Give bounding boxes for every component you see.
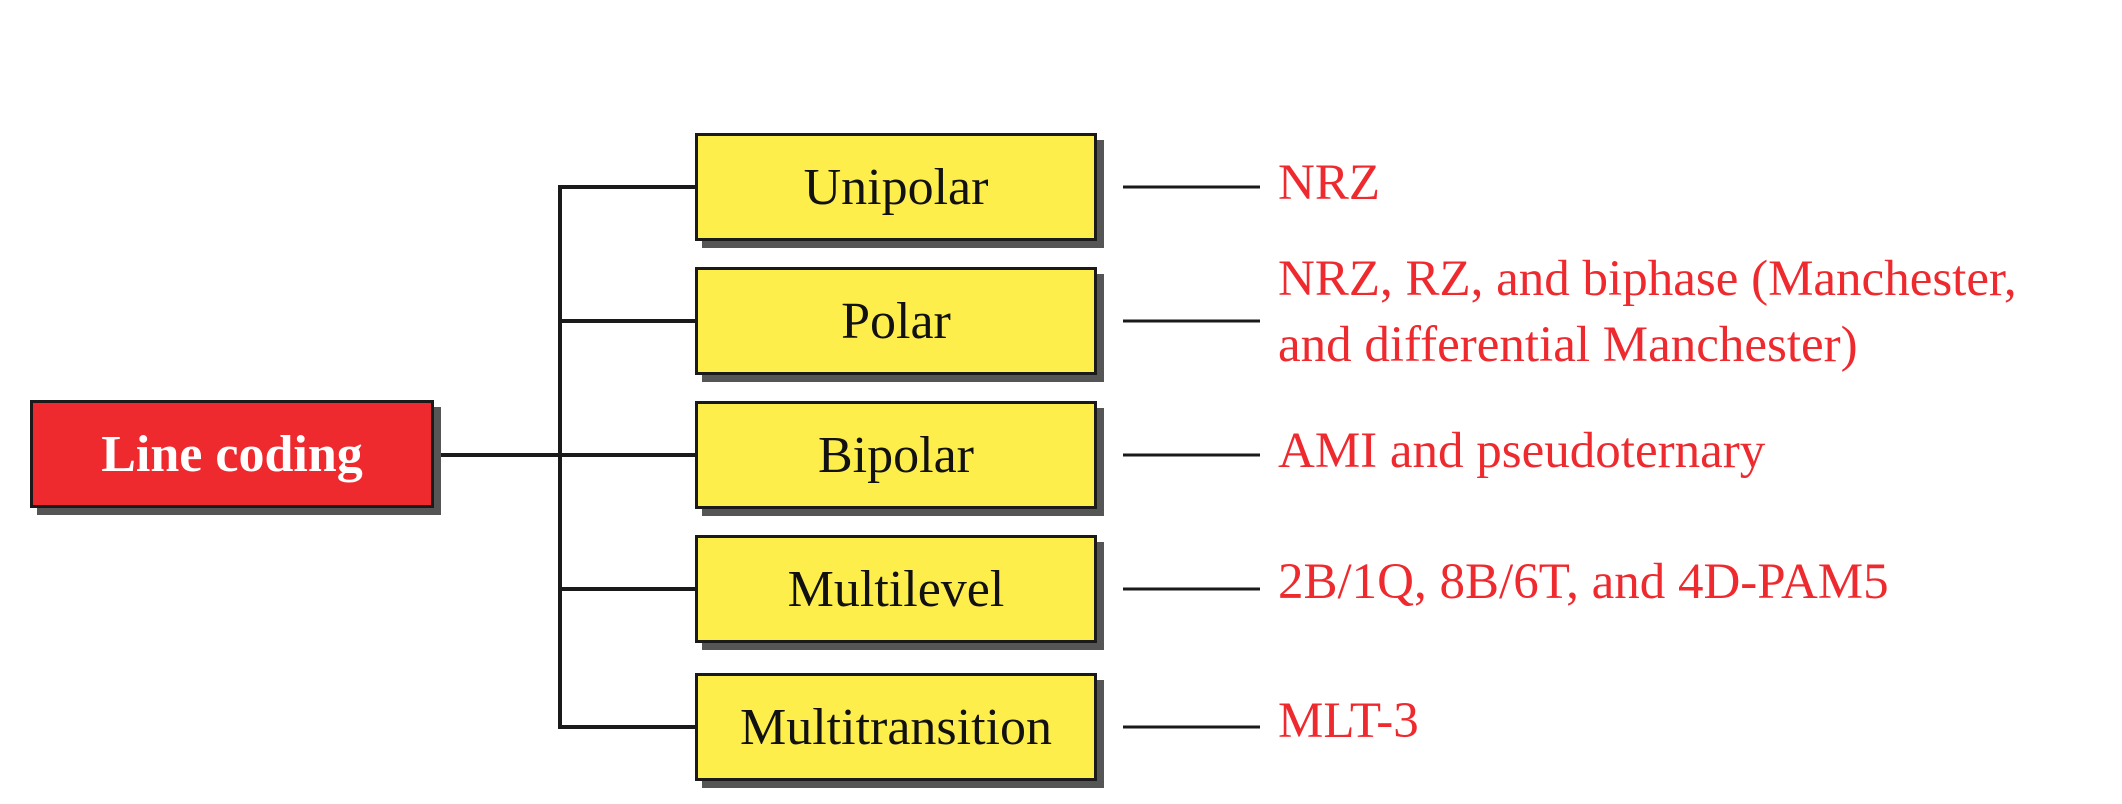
root-label: Line coding: [101, 425, 363, 483]
category-multitransition: Multitransition: [695, 673, 1097, 781]
variant-text: 2B/1Q, 8B/6T, and 4D-PAM5: [1278, 554, 1889, 610]
variant-text: MLT-3: [1278, 693, 1419, 749]
variant-text: and differential Manchester): [1278, 317, 1858, 373]
variants-unipolar: NRZ: [1278, 150, 1380, 216]
category-bipolar: Bipolar: [695, 401, 1097, 509]
category-multilevel: Multilevel: [695, 535, 1097, 643]
category-label: Multitransition: [740, 698, 1052, 756]
category-label: Bipolar: [818, 426, 974, 484]
category-polar: Polar: [695, 267, 1097, 375]
variants-polar: NRZ, RZ, and biphase (Manchester, and di…: [1278, 246, 2017, 378]
variant-text: NRZ: [1278, 155, 1380, 211]
category-label: Polar: [841, 292, 951, 350]
category-label: Multilevel: [787, 560, 1005, 618]
root-node: Line coding: [30, 400, 434, 508]
variant-text: AMI and pseudoternary: [1278, 423, 1766, 479]
variants-bipolar: AMI and pseudoternary: [1278, 418, 1765, 484]
category-label: Unipolar: [803, 158, 989, 216]
category-unipolar: Unipolar: [695, 133, 1097, 241]
variants-multilevel: 2B/1Q, 8B/6T, and 4D-PAM5: [1278, 549, 1889, 615]
variant-text: NRZ, RZ, and biphase (Manchester,: [1278, 251, 2017, 307]
variants-multitransition: MLT-3: [1278, 688, 1419, 754]
